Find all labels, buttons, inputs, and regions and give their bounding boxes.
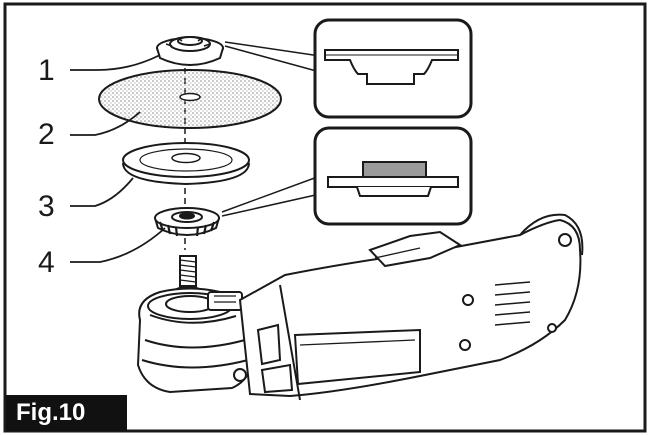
grinder-head (136, 287, 254, 394)
grinder-body (238, 213, 584, 401)
inner-flange-part (156, 36, 224, 66)
detail-box-pad (313, 126, 473, 226)
lock-nut-part (154, 207, 220, 237)
pad-hub-shaded (362, 161, 427, 178)
callout-number-1: 1 (38, 54, 55, 87)
backing-pad-part (122, 142, 250, 186)
detail-box-flange (313, 18, 473, 119)
callout-number-3: 3 (38, 190, 55, 223)
abrasive-disc-part (98, 69, 282, 129)
figure-label: Fig.10 (6, 395, 127, 431)
callout-number-4: 4 (38, 246, 55, 279)
detail-callout-lines (221, 41, 321, 217)
leader-lines (70, 54, 166, 263)
callout-number-2: 2 (38, 118, 55, 151)
flange-profile (324, 49, 459, 85)
